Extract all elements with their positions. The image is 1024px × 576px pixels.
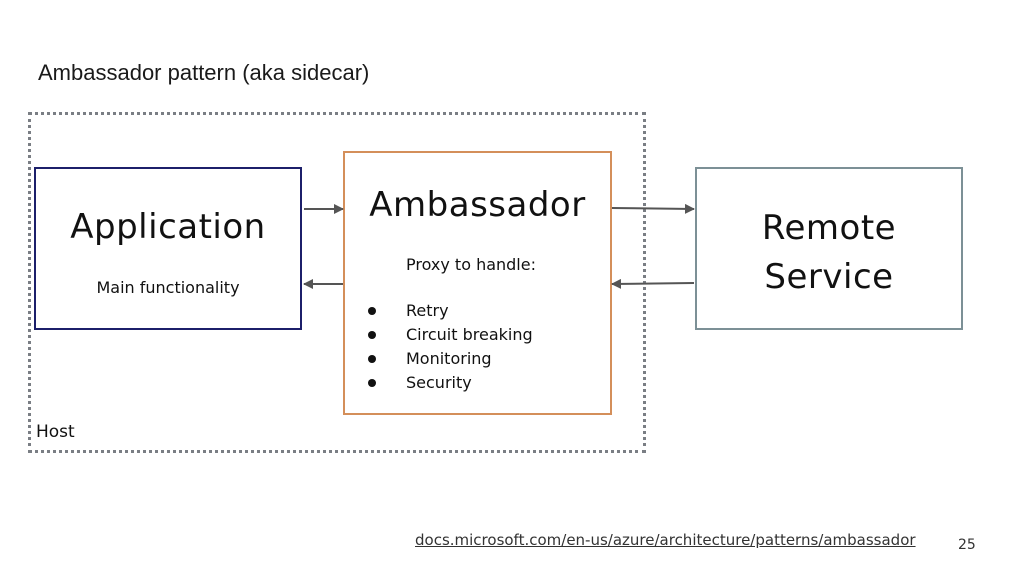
- page-number: 25: [958, 537, 976, 553]
- remote-service-title: Remote Service: [695, 204, 963, 302]
- remote-service-box: [695, 167, 963, 330]
- list-item-circuit-breaking: Circuit breaking: [368, 323, 533, 347]
- remote-title-line1: Remote: [761, 208, 897, 248]
- host-label: Host: [36, 422, 75, 442]
- remote-title-line2: Service: [764, 257, 894, 297]
- application-box: [34, 167, 302, 330]
- ambassador-title: Ambassador: [369, 185, 586, 225]
- application-title: Application: [70, 207, 266, 247]
- list-item-retry: Retry: [368, 299, 533, 323]
- ambassador-capabilities-list: Retry Circuit breaking Monitoring Securi…: [368, 299, 533, 395]
- list-item-security: Security: [368, 371, 533, 395]
- ambassador-subtitle: Proxy to handle:: [406, 255, 536, 274]
- reference-link[interactable]: docs.microsoft.com/en-us/azure/architect…: [415, 531, 916, 549]
- application-subtitle: Main functionality: [96, 278, 240, 297]
- list-item-monitoring: Monitoring: [368, 347, 533, 371]
- ambassador-box: [343, 151, 612, 415]
- slide-title: Ambassador pattern (aka sidecar): [38, 60, 370, 85]
